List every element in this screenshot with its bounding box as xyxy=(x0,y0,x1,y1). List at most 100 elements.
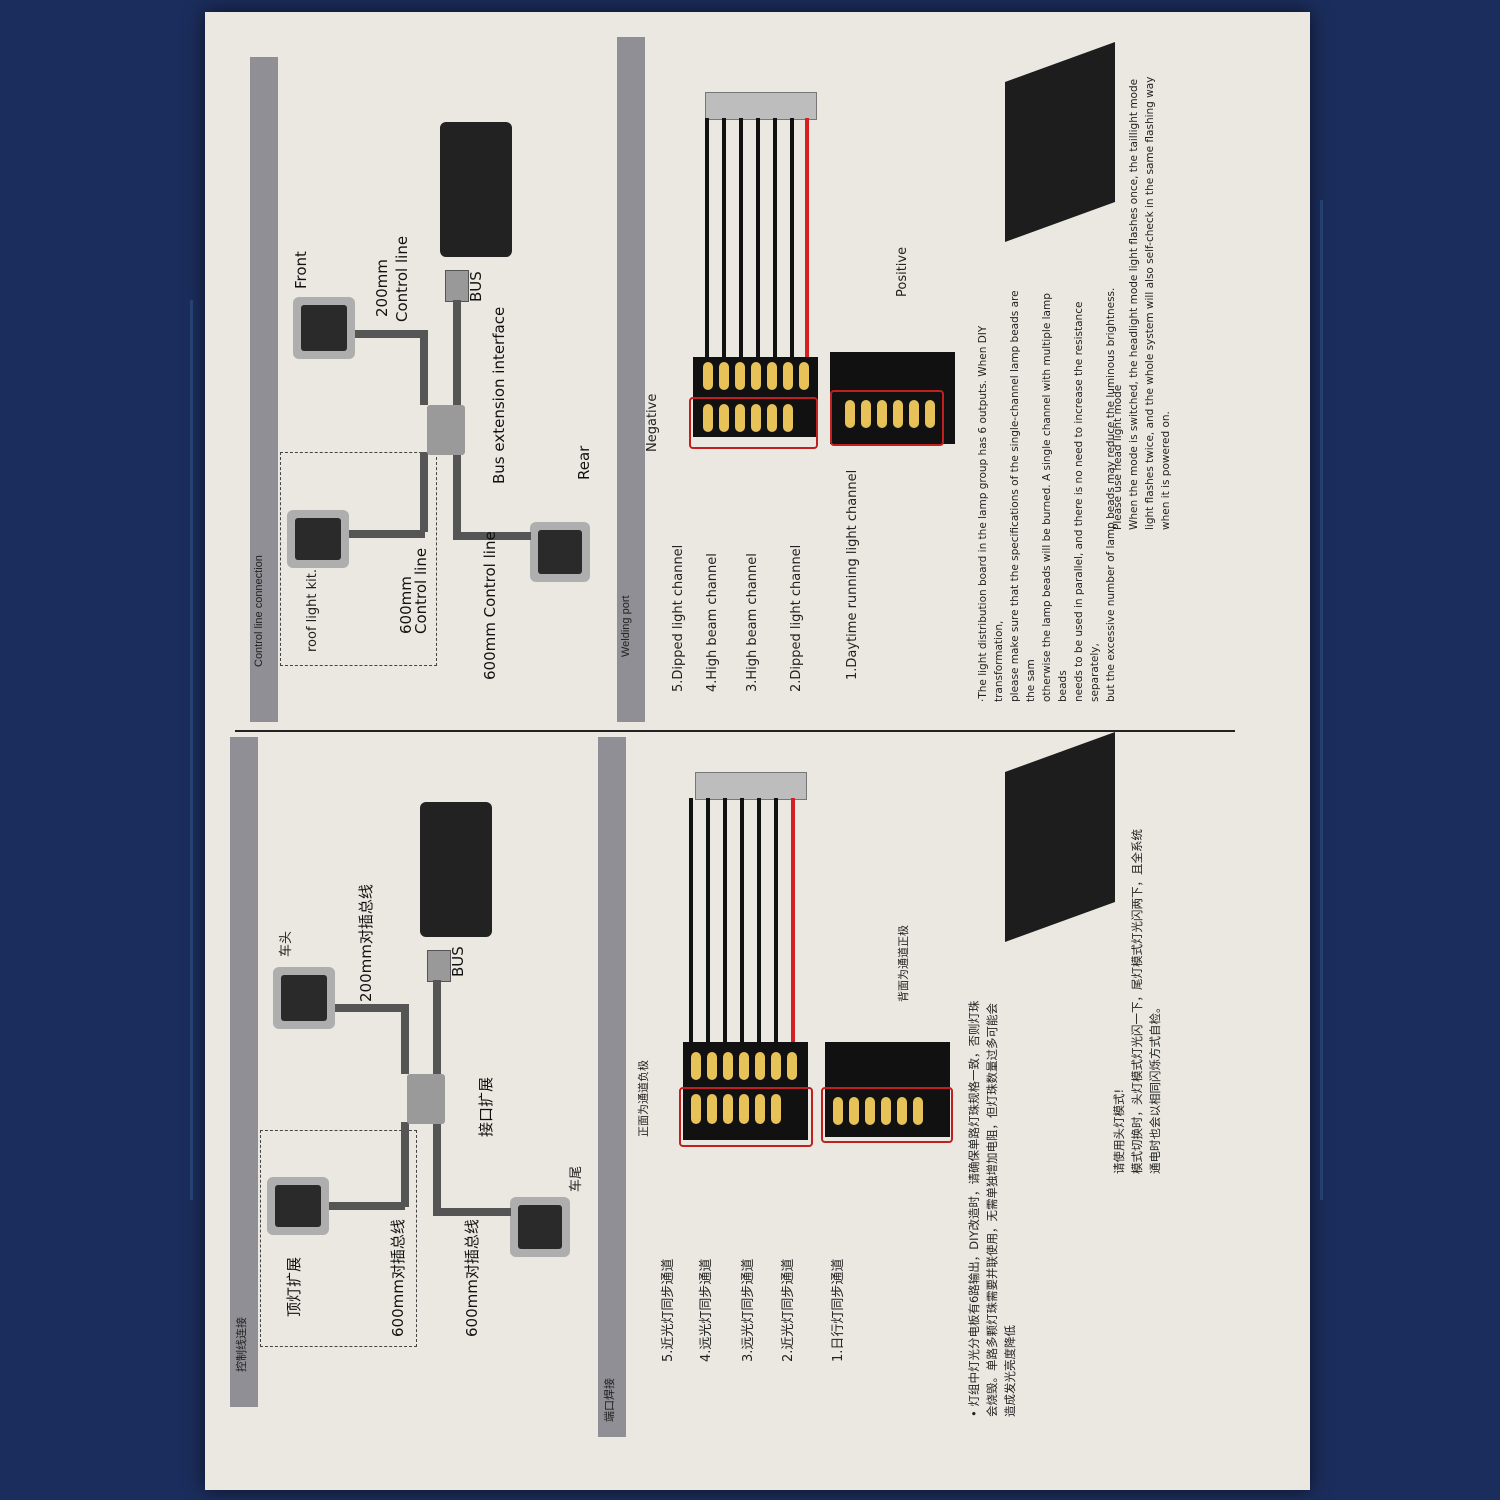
positive-highlight xyxy=(830,390,944,446)
channel-2-label-zh: 2.近光灯同步通道 xyxy=(781,1258,796,1362)
bus-extension-hub-zh xyxy=(407,1074,445,1124)
solder-pad xyxy=(751,362,761,390)
solder-pad xyxy=(755,1052,765,1080)
control-line-600-b-zh: 600mm对插总线 xyxy=(463,1219,481,1337)
control-cable xyxy=(433,1208,511,1216)
description-paragraph-1: ·The light distribution board in the lam… xyxy=(975,282,1119,702)
paragraph-line: otherwise the lamp beads will be burned.… xyxy=(1041,293,1069,702)
ribbon-wire xyxy=(790,118,794,358)
solder-pad xyxy=(767,404,777,432)
paragraph-line: light flashes twice, and the whole syste… xyxy=(1144,76,1156,530)
control-line-200-a: 200mm xyxy=(373,259,391,317)
negative-label-zh: 正面为通道负极 xyxy=(637,1060,650,1137)
ribbon-connector-zh xyxy=(695,772,807,800)
paragraph-line: When the mode is switched, the headlight… xyxy=(1128,78,1140,530)
paragraph-line: 造成发光亮度降低 xyxy=(1003,1325,1017,1417)
solder-pad xyxy=(703,404,713,432)
control-cable xyxy=(329,1202,405,1210)
solder-pad xyxy=(771,1094,781,1124)
solder-pad xyxy=(719,404,729,432)
solder-pad xyxy=(909,400,919,428)
section-title-welding-zh: 端口焊接 xyxy=(603,1378,616,1422)
channel-2-label: 2.Dipped light channel xyxy=(789,544,804,692)
channel-4-label: 4.High beam channel xyxy=(705,553,720,692)
section-title-welding: Welding port xyxy=(620,595,632,657)
control-line-200-zh: 200mm对插总线 xyxy=(357,884,375,1002)
control-cable xyxy=(349,530,425,538)
bus-extension-label-zh: 接口扩展 xyxy=(477,1076,495,1137)
negative-label: Negative xyxy=(645,393,660,452)
control-cable xyxy=(355,330,425,338)
ribbon-wire xyxy=(756,118,760,358)
control-line-200-b: Control line xyxy=(393,235,411,322)
channel-5-label-zh: 5.近光灯同步通道 xyxy=(661,1258,676,1362)
bus-extension-hub xyxy=(427,405,465,455)
roof-kit-box-zh xyxy=(260,1130,417,1347)
solder-pad xyxy=(739,1094,749,1124)
connector-illustration-zh xyxy=(1005,731,1115,943)
solder-pad xyxy=(783,404,793,432)
rear-label-zh: 车尾 xyxy=(569,1165,584,1192)
ribbon-wire xyxy=(722,118,726,358)
paragraph-line: • 灯组中灯光分电板有6路输出，DIY改造时，请确保单路灯珠规格一致，否则灯珠 xyxy=(967,1000,981,1417)
ribbon-wire xyxy=(689,798,693,1043)
solder-pad xyxy=(719,362,729,390)
solder-pad xyxy=(849,1097,859,1125)
solder-pad xyxy=(865,1097,875,1125)
paragraph-line: when it is powered on. xyxy=(1160,411,1172,530)
instruction-sheet: Control line connection Welding port roo… xyxy=(205,12,1310,1490)
solder-pad xyxy=(771,1052,781,1080)
paragraph-line: please make sure that the specifications… xyxy=(1009,290,1037,702)
divider-line xyxy=(235,730,1235,732)
light-module-roof-zh xyxy=(267,1177,329,1235)
solder-pad xyxy=(897,1097,907,1125)
ribbon-wire-red xyxy=(805,118,809,358)
solder-pad xyxy=(877,400,887,428)
paragraph-line: 模式切换时，头灯模式灯光闪一下，尾灯模式灯光闪两下，且全系统 xyxy=(1130,829,1144,1174)
ribbon-wire xyxy=(740,798,744,1043)
solder-pad xyxy=(755,1094,765,1124)
solder-pad xyxy=(751,404,761,432)
section-band-control-zh xyxy=(230,737,258,1407)
positive-label-zh: 背面为通道正极 xyxy=(897,925,910,1002)
bus-plug xyxy=(445,270,469,302)
negative-highlight-zh xyxy=(679,1087,813,1147)
control-cable xyxy=(433,980,441,1075)
ribbon-wire xyxy=(706,798,710,1043)
solder-pad xyxy=(893,400,903,428)
control-line-600-c: 600mm Control line xyxy=(481,531,499,680)
paragraph-line: 通电时也会以相同闪烁方式自检。 xyxy=(1148,1001,1162,1175)
solder-pad xyxy=(925,400,935,428)
paragraph-line: 会烧毁。单路多颗灯珠需要并联使用，无需单独增加电阻，但灯珠数量过多可能会 xyxy=(985,1003,999,1417)
description-paragraph-1-zh: • 灯组中灯光分电板有6路输出，DIY改造时，请确保单路灯珠规格一致，否则灯珠 … xyxy=(965,977,1019,1417)
ribbon-wire xyxy=(705,118,709,358)
section-title-control: Control line connection xyxy=(253,555,265,667)
solder-pad xyxy=(707,1052,717,1080)
ribbon-connector xyxy=(705,92,817,120)
solder-pad xyxy=(833,1097,843,1125)
control-cable xyxy=(420,452,428,532)
pad-board-back xyxy=(830,352,955,444)
control-line-600-b: Control line xyxy=(412,547,430,634)
solder-pad xyxy=(691,1094,701,1124)
solder-pad xyxy=(735,362,745,390)
front-label: Front xyxy=(292,251,310,289)
description-paragraph-2-zh: 请使用头灯模式! 模式切换时，头灯模式灯光闪一下，尾灯模式灯光闪两下，且全系统 … xyxy=(1110,774,1164,1174)
solder-pad xyxy=(739,1052,749,1080)
bus-label-zh: BUS xyxy=(449,946,467,977)
control-cable xyxy=(453,532,531,540)
bus-plug-zh xyxy=(427,950,451,982)
control-cable xyxy=(335,1004,405,1012)
ribbon-wire xyxy=(757,798,761,1043)
channel-1-label: 1.Daytime running light channel xyxy=(845,469,860,680)
channel-4-label-zh: 4.远光灯同步通道 xyxy=(699,1258,714,1362)
roof-kit-label: roof light kit. xyxy=(305,569,320,652)
ribbon-wire-red xyxy=(791,798,795,1043)
solder-pad xyxy=(723,1052,733,1080)
control-cable xyxy=(453,452,461,537)
solder-pad xyxy=(881,1097,891,1125)
background-line xyxy=(190,300,193,1200)
positive-label: Positive xyxy=(895,246,910,297)
solder-pad xyxy=(723,1094,733,1124)
channel-5-label: 5.Dipped light channel xyxy=(671,544,686,692)
